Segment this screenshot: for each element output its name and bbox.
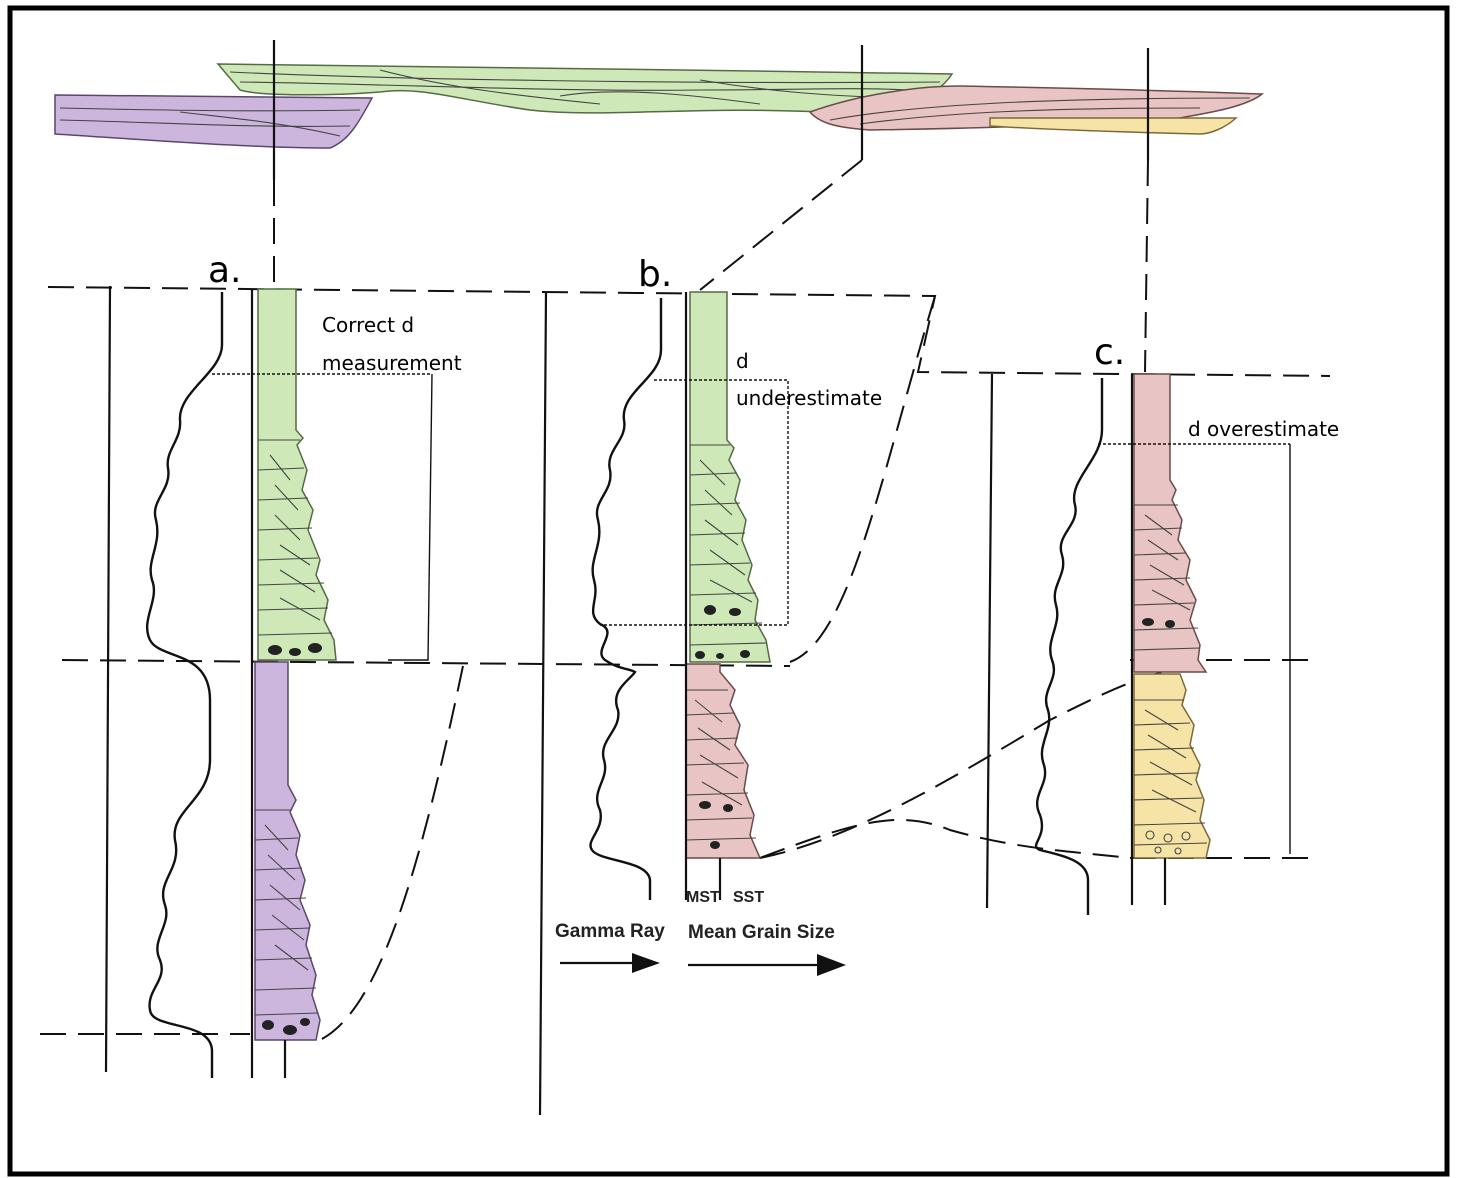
gamma-ray-curve-c <box>1036 378 1102 915</box>
green-column-a <box>258 289 336 660</box>
grain-arrow-head <box>817 954 846 976</box>
log-panel-b: b. d underestimate MST SST Gamma Ray Mea… <box>540 254 882 1115</box>
legend-gamma-ray: Gamma Ray <box>555 921 665 942</box>
yellow-lens-top <box>990 118 1236 134</box>
gamma-ray-curve-b <box>590 298 661 900</box>
annotation-b-line1: d <box>736 349 749 373</box>
yellow-column-c <box>1134 674 1210 858</box>
annotation-b-line2: underestimate <box>736 386 882 410</box>
legend-mean-grain-size: Mean Grain Size <box>688 922 835 943</box>
panel-label-a: a. <box>208 250 242 291</box>
gamma-ray-curve-a <box>147 292 222 1078</box>
log-panel-a: a. Correct d measurement <box>106 250 462 1078</box>
pink-column-b <box>686 664 760 858</box>
annotation-a-line2: measurement <box>322 351 462 375</box>
cross-section <box>55 64 1262 148</box>
annotation-a-line1: Correct d <box>322 313 414 337</box>
annotation-c: d overestimate <box>1188 417 1339 441</box>
legend-mst: MST <box>686 889 720 906</box>
panel-label-c: c. <box>1094 332 1125 373</box>
gamma-arrow-head <box>632 953 660 973</box>
panel-label-b: b. <box>638 254 672 295</box>
green-column-b <box>690 292 770 662</box>
legend-sst: SST <box>733 889 764 906</box>
log-panel-c: c. d overestimate <box>987 332 1339 915</box>
purple-column-a <box>255 662 320 1040</box>
